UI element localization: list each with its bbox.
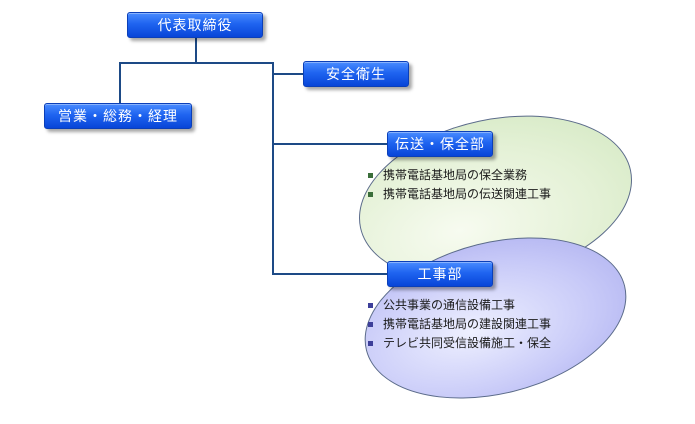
sales-admin-node: 営業・総務・経理 — [44, 103, 192, 129]
list-item-label: 携帯電話基地局の建設関連工事 — [383, 317, 552, 331]
ceo-node: 代表取締役 — [127, 12, 263, 38]
connector-to-transmission — [272, 143, 388, 145]
transmission-dept-node: 伝送・保全部 — [387, 131, 493, 157]
list-item: 携帯電話基地局の建設関連工事 — [365, 315, 551, 334]
square-bullet-icon — [368, 173, 373, 178]
square-bullet-icon — [368, 341, 373, 346]
connector-to-safety — [272, 73, 304, 75]
connector-horizontal-top — [119, 62, 273, 64]
list-item-label: 携帯電話基地局の伝送関連工事 — [383, 187, 552, 201]
square-bullet-icon — [368, 192, 373, 197]
list-item-label: 携帯電話基地局の保全業務 — [383, 168, 528, 182]
construction-dept-node: 工事部 — [387, 261, 493, 287]
list-item-label: テレビ共同受信設備施工・保全 — [383, 336, 552, 350]
list-item-label: 公共事業の通信設備工事 — [383, 298, 516, 312]
list-item: 携帯電話基地局の保全業務 — [365, 166, 551, 185]
connector-to-sales — [119, 62, 121, 105]
safety-node: 安全衛生 — [303, 61, 409, 87]
connector-to-construction — [272, 273, 388, 275]
transmission-dept-items: 携帯電話基地局の保全業務 携帯電話基地局の伝送関連工事 — [365, 166, 551, 204]
list-item: 公共事業の通信設備工事 — [365, 296, 551, 315]
square-bullet-icon — [368, 303, 373, 308]
construction-dept-items: 公共事業の通信設備工事 携帯電話基地局の建設関連工事 テレビ共同受信設備施工・保… — [365, 296, 551, 353]
list-item: 携帯電話基地局の伝送関連工事 — [365, 185, 551, 204]
list-item: テレビ共同受信設備施工・保全 — [365, 334, 551, 353]
square-bullet-icon — [368, 322, 373, 327]
connector-root-down — [195, 38, 197, 63]
connector-trunk — [272, 62, 274, 274]
